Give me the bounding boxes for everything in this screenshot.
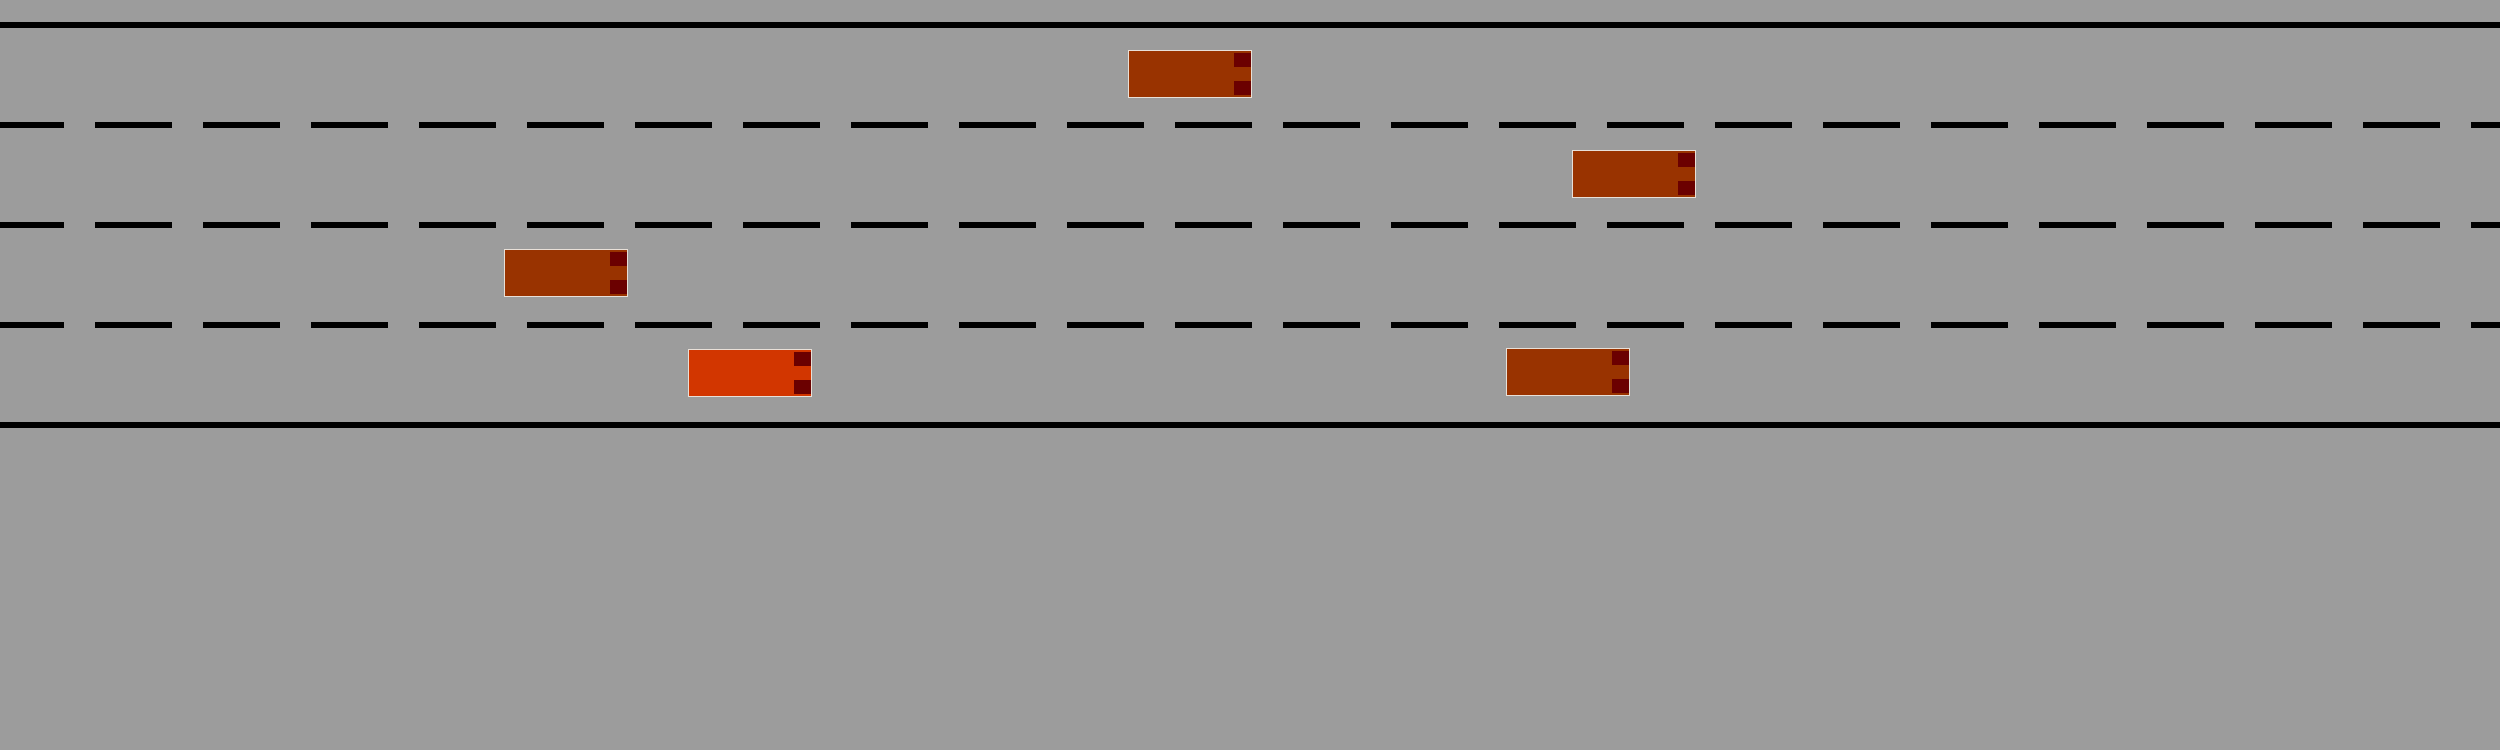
tail-light	[1234, 53, 1251, 67]
tail-light	[610, 252, 627, 266]
ego-car	[688, 349, 812, 397]
tail-light	[1612, 379, 1629, 393]
tail-light	[1234, 81, 1251, 95]
road-top-edge	[0, 22, 2500, 28]
road-bottom-edge	[0, 422, 2500, 428]
tail-light	[1678, 181, 1695, 195]
traffic-car	[1572, 150, 1696, 198]
lane-divider-1	[0, 122, 2500, 128]
traffic-car	[504, 249, 628, 297]
tail-light	[794, 352, 811, 366]
tail-light	[1678, 153, 1695, 167]
traffic-car	[1506, 348, 1630, 396]
lane-divider-3	[0, 322, 2500, 328]
tail-light	[1612, 351, 1629, 365]
tail-light	[794, 380, 811, 394]
tail-light	[610, 280, 627, 294]
traffic-car	[1128, 50, 1252, 98]
lane-divider-2	[0, 222, 2500, 228]
